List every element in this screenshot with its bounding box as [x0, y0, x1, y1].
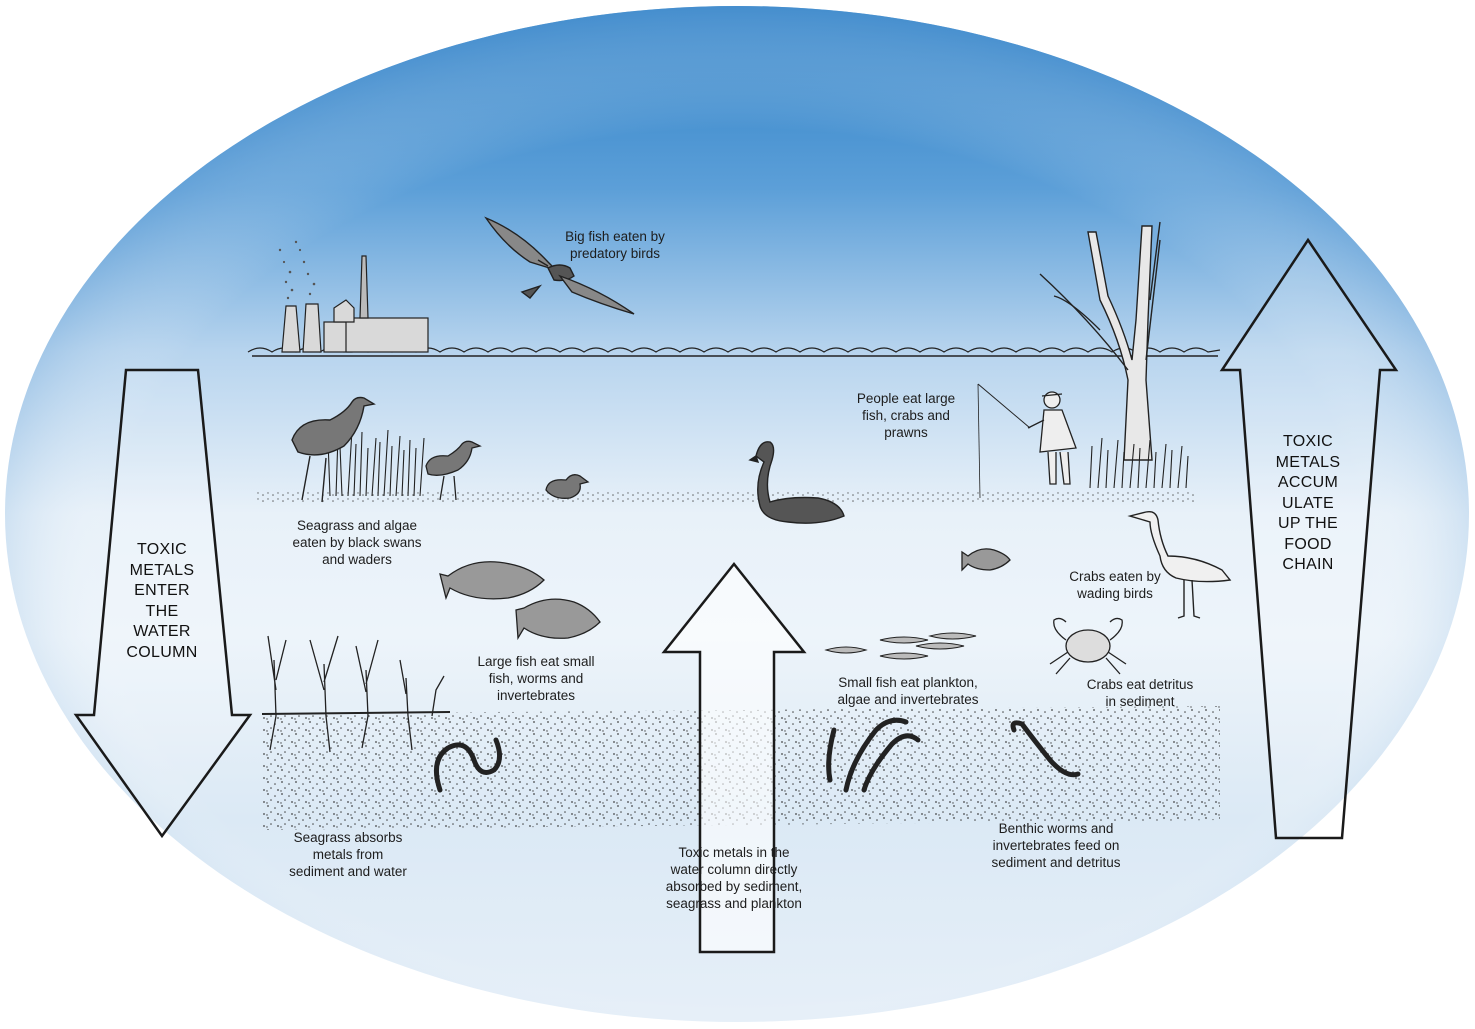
- left-arrow-text: TOXIC METALS ENTER THE WATER COLUMN: [112, 540, 212, 663]
- label-small-fish: Small fish eat plankton,algae and invert…: [818, 674, 998, 708]
- right-arrow-text: TOXIC METALS ACCUM ULATE UP THE FOOD CHA…: [1258, 432, 1358, 576]
